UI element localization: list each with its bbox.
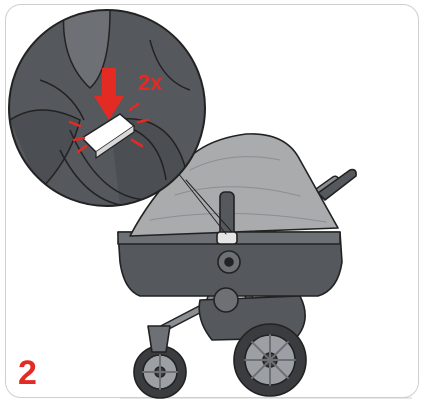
repeat-label: 2x [138,70,163,95]
front-wheel [134,326,186,398]
step-number: 2 [18,356,37,390]
zoom-callout: 2x [9,10,205,206]
rear-wheel [234,324,306,396]
